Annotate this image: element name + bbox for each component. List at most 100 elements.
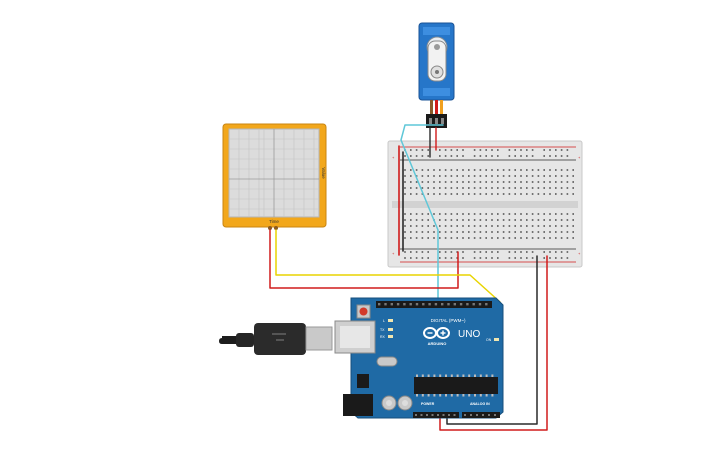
breadboard-hole [497, 187, 499, 189]
chip-pin [456, 374, 459, 377]
breadboard-hole [566, 225, 569, 227]
breadboard-hole [502, 225, 505, 227]
breadboard-hole [543, 175, 545, 177]
digital-header[interactable] [376, 301, 492, 308]
chip-pin [450, 374, 453, 377]
breadboard-rail-hole [404, 155, 406, 157]
breadboard-hole [427, 175, 429, 177]
breadboard-hole [537, 193, 540, 195]
breadboard-hole [491, 237, 493, 239]
analog-header[interactable] [462, 412, 500, 418]
breadboard-hole [485, 213, 487, 215]
breadboard-hole [433, 193, 435, 195]
digital-pin [466, 303, 469, 306]
breadboard-hole [456, 219, 458, 221]
breadboard-rail-hole [520, 155, 522, 157]
breadboard-hole [456, 237, 458, 239]
chip-pin [439, 374, 442, 377]
breadboard-rail-hole [491, 257, 493, 259]
breadboard-hole [404, 237, 406, 239]
breadboard-hole [462, 219, 464, 221]
breadboard-hole [502, 219, 505, 221]
arduino-uno[interactable]: DIGITAL (PWM~) UNO ARDUINO L TX RX ON [334, 297, 504, 419]
breadboard-hole [479, 169, 482, 171]
breadboard-hole [462, 237, 464, 239]
breadboard-hole [427, 187, 429, 189]
chip-pin [474, 394, 476, 397]
breadboard-hole [450, 181, 453, 183]
digital-pin [415, 303, 419, 306]
chip-pin [479, 394, 482, 397]
breadboard-hole [473, 187, 476, 189]
breadboard-hole [508, 231, 511, 233]
breadboard-hole [526, 237, 528, 239]
plotter-y-label: Value [321, 167, 326, 179]
breadboard-hole [572, 193, 574, 195]
breadboard-hole [450, 213, 453, 215]
breadboard-hole [462, 193, 464, 195]
breadboard-hole [555, 219, 557, 221]
breadboard-hole [456, 187, 458, 189]
breadboard-rail-hole [549, 149, 551, 151]
breadboard-hole [572, 237, 574, 239]
wires [269, 124, 548, 431]
breadboard-rail-hole [456, 155, 458, 157]
breadboard-hole [444, 237, 447, 239]
breadboard-hole [439, 225, 441, 227]
breadboard-rail-hole [473, 257, 476, 259]
chip-pin [433, 394, 436, 397]
breadboard-hole [404, 231, 406, 233]
breadboard-hole [444, 219, 447, 221]
breadboard-rail-hole [485, 251, 487, 253]
breadboard-hole [526, 213, 528, 215]
breadboard-rail-hole [427, 149, 429, 151]
chip-pin [445, 394, 447, 397]
breadboard-hole [404, 225, 406, 227]
breadboard-hole [526, 169, 528, 171]
breadboard-hole [427, 237, 429, 239]
chip-pin [485, 394, 488, 397]
breadboard-hole [520, 231, 522, 233]
servo-motor[interactable] [418, 22, 455, 128]
breadboard-hole [456, 193, 458, 195]
breadboard-hole [427, 213, 429, 215]
power-header[interactable] [413, 412, 459, 418]
breadboard-rail-hole [520, 257, 522, 259]
breadboard-hole [473, 237, 476, 239]
breadboard-hole [444, 181, 447, 183]
breadboard-rail-hole [421, 257, 424, 259]
breadboard-hole [473, 193, 476, 195]
breadboard-hole [444, 169, 447, 171]
serial-plotter[interactable]: Time Value [222, 123, 327, 230]
breadboard-rail-hole [555, 257, 557, 259]
breadboard-hole [421, 213, 424, 215]
power-pin [420, 414, 423, 416]
breadboard-hole [410, 225, 412, 227]
digital-pin [390, 303, 393, 306]
breadboard-hole [410, 175, 412, 177]
breadboard-rail-hole [508, 251, 511, 253]
breadboard-hole [549, 181, 551, 183]
breadboard-hole [549, 187, 551, 189]
breadboard-hole [502, 175, 505, 177]
breadboard-rail-hole [555, 149, 557, 151]
breadboard-hole [468, 231, 470, 233]
breadboard-hole [456, 169, 458, 171]
breadboard-hole [473, 219, 476, 221]
breadboard-hole [433, 169, 435, 171]
breadboard-hole [549, 237, 551, 239]
breadboard-hole [479, 213, 482, 215]
breadboard-hole [543, 193, 545, 195]
chip-pin [474, 374, 476, 377]
chip-pin [427, 374, 430, 377]
breadboard-hole [421, 219, 424, 221]
breadboard-hole [520, 219, 522, 221]
breadboard-hole [514, 231, 516, 233]
breadboard-hole [427, 219, 429, 221]
breadboard-hole [526, 187, 528, 189]
digital-pin [403, 303, 406, 306]
breadboard-hole [485, 193, 487, 195]
power-pin [426, 414, 428, 416]
breadboard[interactable]: + + + + [387, 140, 583, 268]
digital-pin [428, 303, 431, 306]
